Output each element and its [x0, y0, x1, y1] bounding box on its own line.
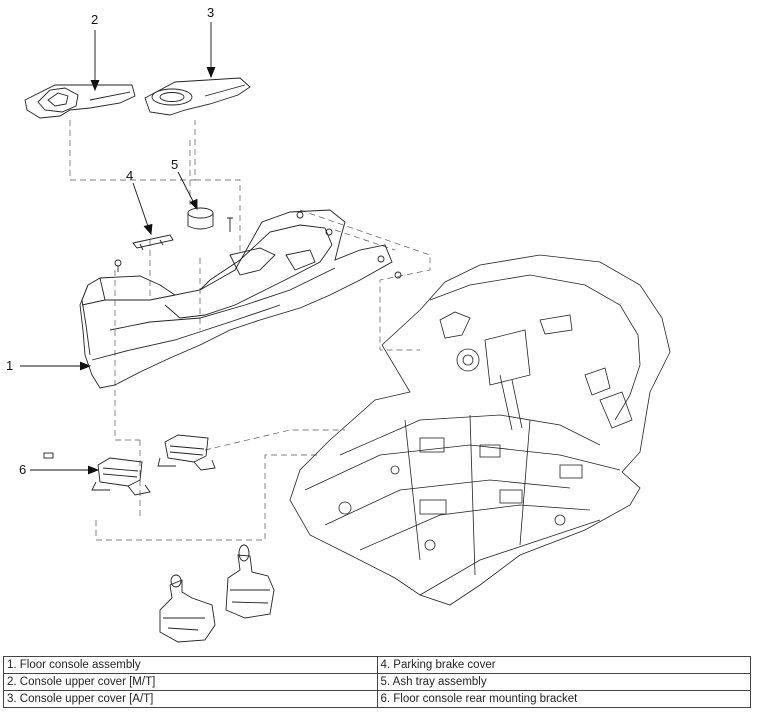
legend-table: 1. Floor console assembly 4. Parking bra… — [3, 656, 751, 708]
legend-item-6: 6. Floor console rear mounting bracket — [376, 690, 751, 708]
legend-item-4: 4. Parking brake cover — [376, 656, 751, 674]
legend-item-2: 2. Console upper cover [M/T] — [3, 673, 378, 691]
rear-mounting-bracket-part — [43, 434, 216, 496]
callout-4: 4 — [126, 168, 133, 183]
legend-row: 3. Console upper cover [A/T] 6. Floor co… — [3, 690, 751, 708]
legend-item-1: 1. Floor console assembly — [3, 656, 378, 674]
callout-1: 1 — [6, 358, 13, 373]
legend-row: 1. Floor console assembly 4. Parking bra… — [3, 656, 751, 674]
callout-5: 5 — [171, 157, 178, 172]
exploded-view-diagram: 2 3 4 5 1 6 — [6, 5, 671, 643]
parking-brake-cover-part — [132, 234, 174, 251]
console-upper-cover-mt-part — [24, 84, 136, 119]
console-upper-cover-at-part — [144, 77, 251, 116]
legend-item-3: 3. Console upper cover [A/T] — [3, 690, 378, 708]
callout-2: 2 — [91, 12, 98, 27]
vehicle-body-part — [289, 254, 671, 606]
leader-lines — [20, 22, 216, 475]
floor-console-part — [79, 209, 402, 389]
ash-tray-part — [187, 207, 233, 232]
assembly-guide-lines — [69, 120, 431, 541]
callout-3: 3 — [207, 5, 214, 20]
callout-6: 6 — [19, 462, 26, 477]
legend-row: 2. Console upper cover [M/T] 5. Ash tray… — [3, 673, 751, 691]
legend-item-5: 5. Ash tray assembly — [376, 673, 751, 691]
shift-lever-parts — [159, 544, 275, 643]
